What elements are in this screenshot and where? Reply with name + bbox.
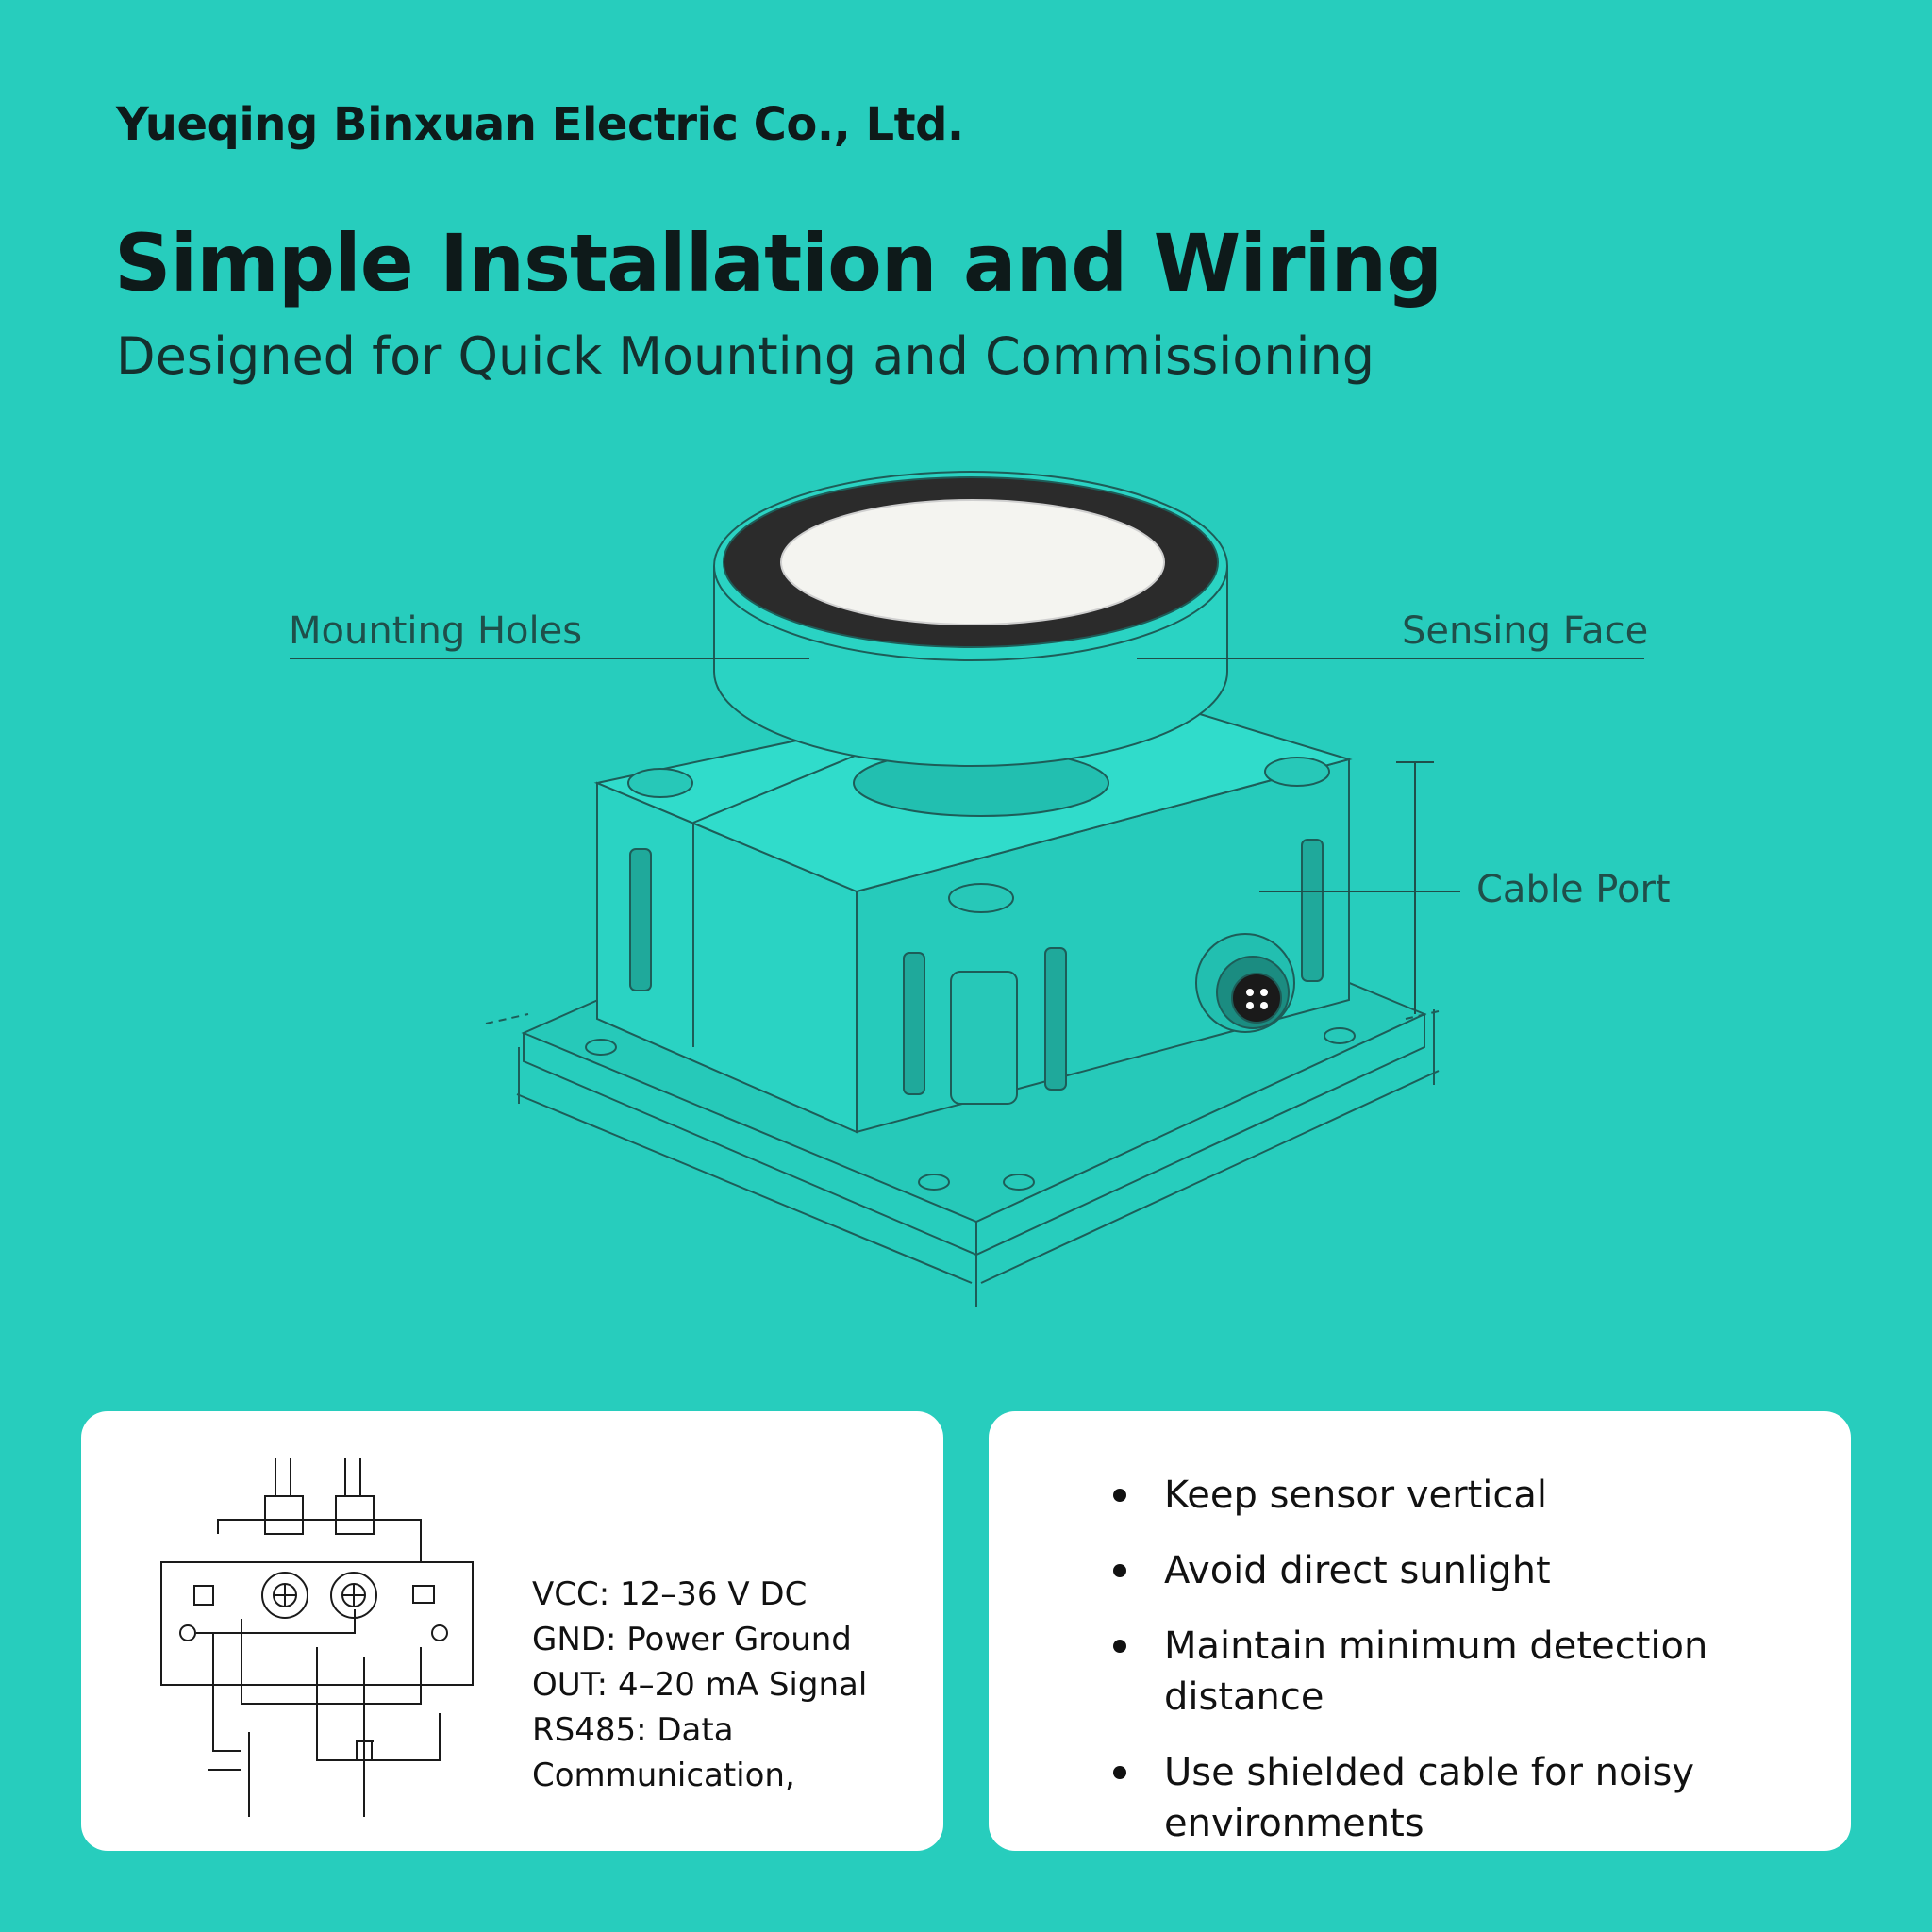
pin-label: GND: Power Ground xyxy=(532,1621,852,1658)
pin-label: RS485: Data xyxy=(532,1711,734,1749)
bullet-icon xyxy=(1113,1640,1126,1653)
callout-sensing-face: Sensing Face xyxy=(1402,609,1649,653)
list-item: Avoid direct sunlight xyxy=(1064,1545,1806,1596)
pin-label: Communication, xyxy=(532,1757,795,1794)
pin-list: VCC: 12–36 V DC GND: Power Ground OUT: 4… xyxy=(532,1572,867,1798)
wiring-card: VCC: 12–36 V DC GND: Power Ground OUT: 4… xyxy=(81,1411,943,1851)
bullet-icon xyxy=(1113,1564,1126,1577)
sensor-illustration xyxy=(290,471,1644,1307)
company-name: Yueqing Binxuan Electric Co., Ltd. xyxy=(116,98,964,151)
terminal-screw-1 xyxy=(261,1572,308,1619)
tips-card: Keep sensor vertical Avoid direct sunlig… xyxy=(989,1411,1851,1851)
callout-mounting-holes: Mounting Holes xyxy=(289,609,583,653)
callout-cable-port: Cable Port xyxy=(1476,868,1671,911)
pin-label: OUT: 4–20 mA Signal xyxy=(532,1666,868,1704)
list-item: Maintain minimum detection distance xyxy=(1064,1621,1806,1723)
sensing-face-disc xyxy=(780,499,1165,625)
list-item: Keep sensor vertical xyxy=(1064,1470,1806,1521)
bullet-icon xyxy=(1113,1766,1126,1779)
bullet-icon xyxy=(1113,1489,1126,1502)
wiring-diagram xyxy=(160,1458,474,1817)
list-item: Use shielded cable for noisy environment… xyxy=(1064,1747,1806,1849)
pin-label: VCC: 12–36 V DC xyxy=(532,1575,808,1613)
tips-list: Keep sensor vertical Avoid direct sunlig… xyxy=(1064,1470,1806,1874)
page-subtitle: Designed for Quick Mounting and Commissi… xyxy=(116,326,1375,386)
page-title: Simple Installation and Wiring xyxy=(114,217,1442,309)
